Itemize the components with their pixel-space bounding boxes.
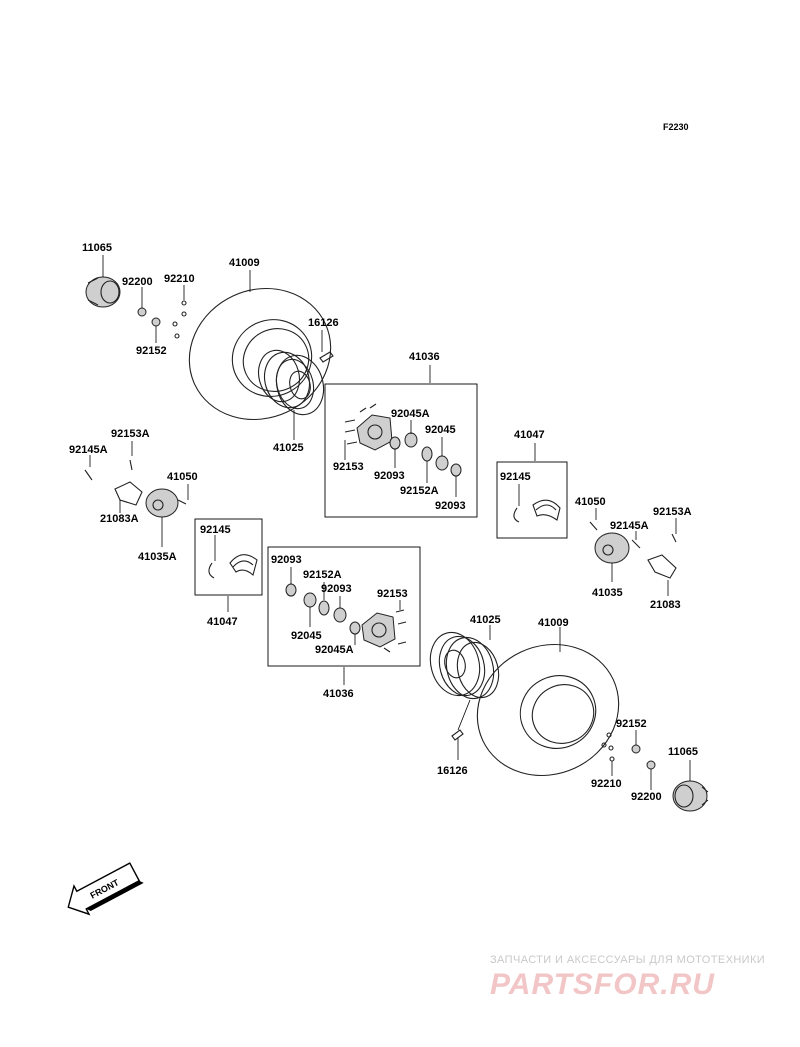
lug-nuts-bottom: [601, 732, 656, 770]
label-92045-top: 92045: [425, 424, 456, 436]
label-92153-top: 92153: [333, 461, 364, 473]
label-92145A-left: 92145A: [69, 444, 108, 456]
label-92093-bottom-2: 92093: [321, 583, 352, 595]
watermark-brand: PARTSFOR.RU: [490, 968, 715, 1001]
label-92152A-top: 92152A: [400, 485, 439, 497]
brake-shoes-left: [208, 554, 258, 579]
watermark-tagline: ЗАПЧАСТИ И АКСЕССУАРЫ ДЛЯ МОТОТЕХНИКИ: [490, 954, 765, 966]
label-92152-top: 92152: [136, 345, 167, 357]
brake-shoe-box-right: [496, 461, 568, 539]
label-41025-top: 41025: [273, 442, 304, 454]
tire-bottom: [476, 643, 620, 777]
tire-top: [188, 287, 332, 421]
brake-lever-left: [84, 459, 143, 506]
brake-panel-left: [145, 488, 187, 518]
label-92145A-right: 92145A: [610, 520, 649, 532]
hub-cap-top: [85, 276, 121, 308]
hub-top: [344, 403, 393, 451]
label-92152A-bottom: 92152A: [303, 569, 342, 581]
label-92210-top: 92210: [164, 273, 195, 285]
label-21083: 21083: [650, 599, 681, 611]
label-92153A-right: 92153A: [653, 506, 692, 518]
lug-nuts-top: [137, 300, 187, 339]
valve-top: [319, 351, 334, 363]
label-41050-left: 41050: [167, 471, 198, 483]
label-92045-bottom: 92045: [291, 630, 322, 642]
label-92200-top: 92200: [122, 276, 153, 288]
label-11065-top: 11065: [82, 242, 112, 254]
label-92145-left: 92145: [200, 524, 231, 536]
label-41047-left: 41047: [207, 616, 238, 628]
label-92093-top-1: 92093: [374, 470, 405, 482]
brake-shoe-box-left: [194, 518, 263, 596]
hub-cap-bottom: [672, 780, 709, 812]
label-41036-bottom: 41036: [323, 688, 354, 700]
label-11065-bottom: 11065: [668, 746, 698, 758]
label-41035A: 41035A: [138, 551, 177, 563]
hub-bottom: [361, 609, 407, 653]
label-16126-top: 16126: [308, 317, 339, 329]
rim-top: [257, 349, 325, 416]
brake-panel-right: [589, 521, 630, 564]
front-arrow: FRONT: [67, 862, 144, 916]
label-92045A-bottom: 92045A: [315, 644, 354, 656]
bearings-bottom: [285, 583, 361, 635]
label-92093-top-2: 92093: [435, 500, 466, 512]
part-labels: 11065 41009 92200 92210 92152 16126 4102…: [69, 242, 698, 803]
label-41050-right: 41050: [575, 496, 606, 508]
label-92153A-left: 92153A: [111, 428, 150, 440]
brake-lever-right: [631, 533, 677, 579]
diagram-code: F2230: [663, 122, 689, 132]
label-92210-bottom: 92210: [591, 778, 622, 790]
label-92093-bottom-1: 92093: [271, 554, 302, 566]
hub-assembly-box-bottom: [267, 546, 421, 667]
label-41009-bottom: 41009: [538, 617, 569, 629]
rim-bottom: [429, 631, 500, 700]
label-41036-top: 41036: [409, 351, 440, 363]
label-92153-bottom: 92153: [377, 588, 408, 600]
label-41009-top: 41009: [229, 257, 260, 269]
label-21083A: 21083A: [100, 513, 139, 525]
label-16126-bottom: 16126: [437, 765, 468, 777]
valve-bottom: [451, 729, 464, 741]
label-41035: 41035: [592, 587, 623, 599]
brake-shoes-right: [513, 499, 561, 523]
label-92200-bottom: 92200: [631, 791, 662, 803]
label-92145-right: 92145: [500, 471, 531, 483]
label-92045A-top: 92045A: [391, 408, 430, 420]
hub-assembly-box-top: [324, 383, 478, 518]
label-41025-bottom: 41025: [470, 614, 501, 626]
label-41047-right: 41047: [514, 429, 545, 441]
label-92152-bottom: 92152: [616, 718, 647, 730]
